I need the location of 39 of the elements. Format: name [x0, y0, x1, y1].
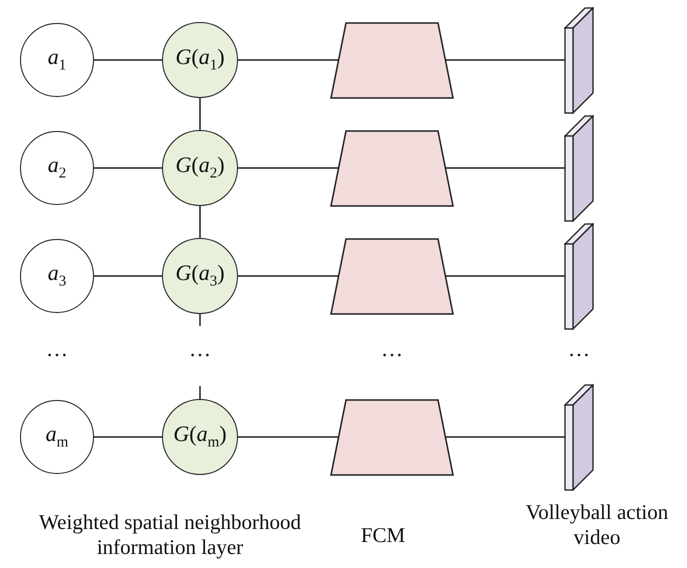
connector-line [238, 167, 338, 169]
connector-line [446, 59, 565, 61]
fcm-trapezoid [330, 238, 454, 314]
fcm-trapezoid [330, 130, 454, 206]
connector-line [94, 436, 162, 438]
connector-line [238, 436, 338, 438]
column-caption: Volleyball action video [524, 500, 670, 550]
connector-line [199, 98, 201, 130]
video-frame [564, 223, 594, 330]
fcm-trapezoid [330, 398, 454, 476]
node-label: G(a$_{2}$) [175, 154, 225, 182]
connector-line [199, 206, 201, 238]
ellipsis: … [45, 337, 69, 361]
connector-line [94, 59, 162, 61]
connector-line [238, 275, 338, 277]
video-frame [564, 384, 594, 491]
connector-line [94, 167, 162, 169]
video-frame [564, 7, 594, 114]
node-label: G(a$_{1}$) [175, 46, 225, 74]
connector-line [199, 386, 201, 399]
connector-line [238, 59, 338, 61]
ellipsis: … [188, 337, 212, 361]
connector-line [94, 275, 162, 277]
connector-line [446, 436, 565, 438]
node-label: a$_{m}$ [46, 423, 68, 451]
video-frame [564, 115, 594, 222]
node-label: G(a$_{m}$) [173, 423, 227, 451]
connector-line [446, 167, 565, 169]
ellipsis: … [380, 337, 404, 361]
column-caption: FCM [360, 523, 406, 548]
fcm-trapezoid [330, 22, 454, 98]
connector-line [199, 314, 201, 326]
ellipsis: … [567, 337, 591, 361]
node-label: a$_{2}$ [48, 154, 66, 182]
node-label: G(a$_{3}$) [175, 262, 225, 290]
node-label: a$_{1}$ [48, 46, 66, 74]
column-caption: Weighted spatial neighborhood information layer [38, 510, 302, 560]
connector-line [446, 275, 565, 277]
node-label: a$_{3}$ [48, 262, 66, 290]
